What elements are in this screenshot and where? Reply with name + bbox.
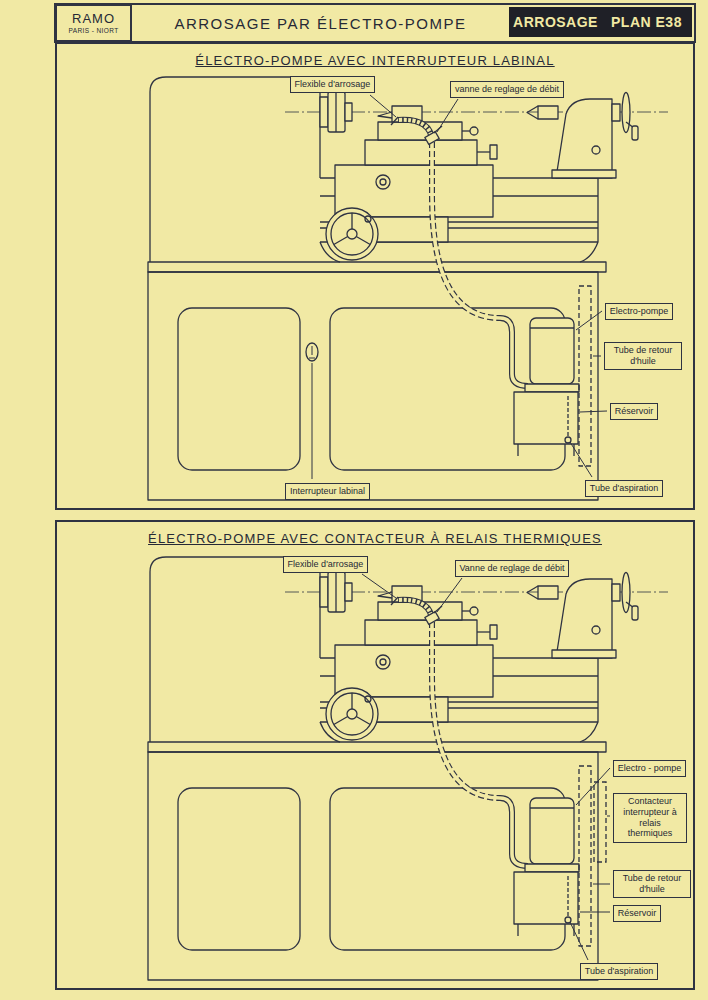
part-label: Tube de retour d'huile <box>617 873 687 895</box>
part-label: Réservoir <box>618 908 657 919</box>
callout-box: Electro-pompe <box>605 303 673 320</box>
lathe-drawing <box>148 77 668 500</box>
callout-box: vanne de reglage de débit <box>450 81 564 98</box>
callout-box: Vanne de reglage de débit <box>455 560 569 577</box>
callout-box: Contacteur interrupteur à relais thermiq… <box>613 793 687 843</box>
thermal-relay-contactor <box>594 782 606 862</box>
leader-line <box>370 95 396 117</box>
maker-name: RAMO <box>72 12 115 27</box>
callout-box: Tube d'aspiration <box>580 963 658 980</box>
lathe-drawing <box>148 557 668 980</box>
leader-line <box>576 311 602 330</box>
part-label: Flexible d'arrosage <box>288 559 364 570</box>
part-label: Tube d'aspiration <box>590 483 658 494</box>
plan-tag: PLAN E38 <box>601 7 692 37</box>
callout-box: Tube de retour d'huile <box>604 342 682 370</box>
sheet-title: ARROSAGE PAR ÉLECTRO-POMPE <box>134 4 507 42</box>
leader-line <box>437 99 458 132</box>
part-label: Electro-pompe <box>610 306 669 317</box>
panel-frame: ÉLECTRO-POMPE AVEC INTERRUPTEUR LABINAL F… <box>55 42 695 510</box>
part-label: Interrupteur labinal <box>290 486 365 497</box>
part-label: Vanne de reglage de débit <box>460 563 565 574</box>
tag-text: ARROSAGE <box>513 14 598 30</box>
leader-line <box>593 884 610 885</box>
callout-box: Interrupteur labinal <box>285 483 370 500</box>
part-label: Tube de retour d'huile <box>608 345 678 367</box>
callout-box: Electro - pompe <box>613 760 686 777</box>
header-frame <box>55 4 695 42</box>
part-label: Tube d'aspiration <box>585 966 653 977</box>
tag-text: PLAN E38 <box>611 14 682 30</box>
part-label: vanne de reglage de débit <box>455 84 559 95</box>
maker-city: PARIS - NIORT <box>68 27 118 35</box>
part-label: Flexible d'arrosage <box>295 79 371 90</box>
panel-frame: ÉLECTRO-POMPE AVEC CONTACTEUR À RELAIS T… <box>55 520 695 990</box>
panel-heading: ÉLECTRO-POMPE AVEC INTERRUPTEUR LABINAL <box>57 53 693 68</box>
callout-box: Réservoir <box>610 403 658 420</box>
leader-line <box>437 578 462 612</box>
leader-line <box>607 816 610 817</box>
callout-box: Réservoir <box>613 905 661 922</box>
leader-line <box>580 912 610 913</box>
labinal-switch-lever <box>309 346 315 358</box>
leader-line <box>312 363 313 479</box>
callout-box: Flexible d'arrosage <box>283 556 368 573</box>
leader-line <box>576 768 610 805</box>
leader-line <box>362 574 396 598</box>
callout-box: Tube d'aspiration <box>585 480 663 497</box>
leader-line <box>580 411 607 412</box>
leader-line <box>570 922 588 960</box>
leader-line <box>593 356 601 357</box>
part-label: Réservoir <box>615 406 654 417</box>
callout-box: Tube de retour d'huile <box>613 870 691 898</box>
callout-box: Flexible d'arrosage <box>290 76 375 93</box>
labinal-switch <box>306 343 318 361</box>
part-label: Contacteur interrupteur à relais thermiq… <box>617 796 683 839</box>
part-label: Electro - pompe <box>618 763 682 774</box>
panel-heading: ÉLECTRO-POMPE AVEC CONTACTEUR À RELAIS T… <box>57 531 693 546</box>
maker-block: RAMOPARIS - NIORT <box>55 4 132 42</box>
section-tag: ARROSAGE <box>509 7 602 37</box>
leader-line <box>570 442 592 477</box>
